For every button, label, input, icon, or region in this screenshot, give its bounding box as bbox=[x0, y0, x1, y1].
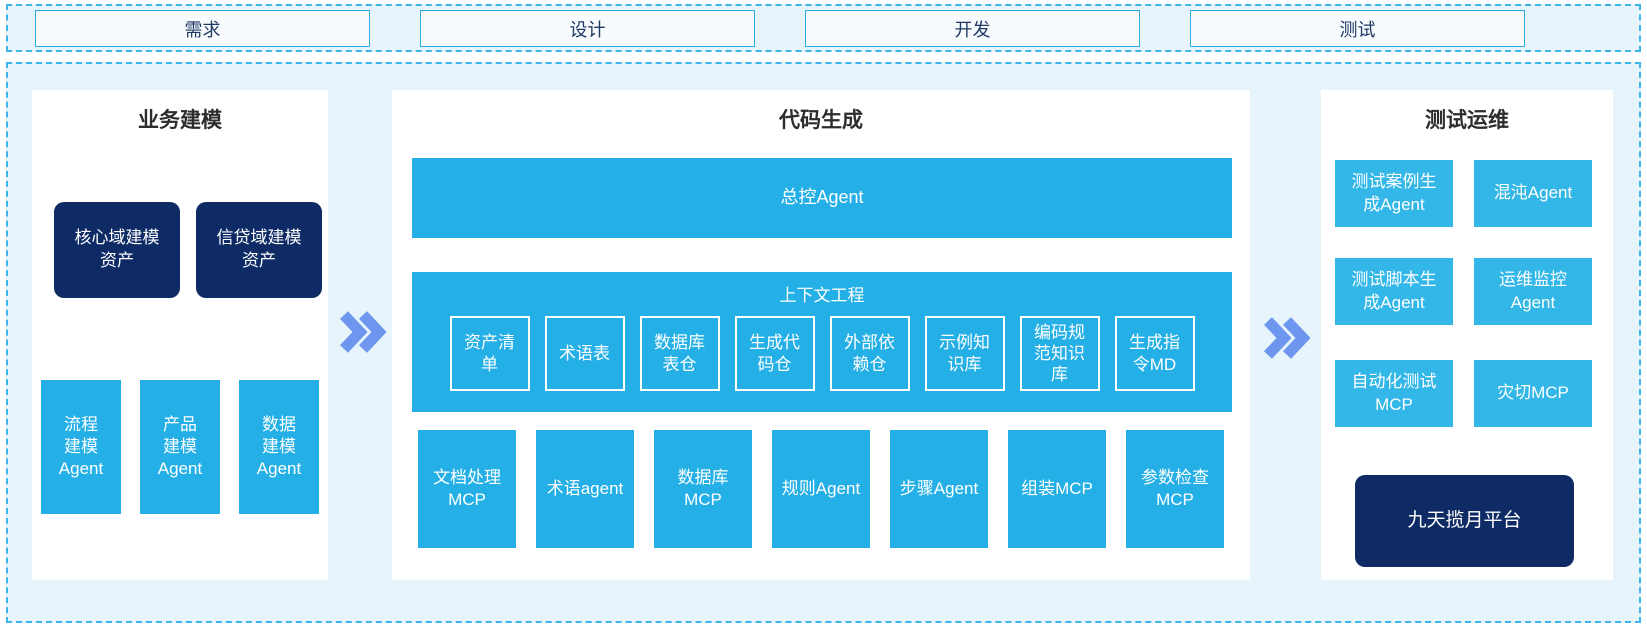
step-agent-box: 步骤Agent bbox=[890, 430, 988, 548]
panel-test-ops: 测试运维 测试案例生成Agent 混沌Agent 测试脚本生成Agent 运维监… bbox=[1321, 90, 1613, 580]
gen-instruction-cell: 生成指令MD bbox=[1114, 316, 1195, 391]
process-modeling-agent-box: 流程建模Agent bbox=[41, 380, 121, 514]
disaster-switch-mcp-box: 灾切MCP bbox=[1474, 360, 1592, 427]
context-cell-row: 资产清单 术语表 数据库表仓 生成代码仓 外部依赖仓 示例知识库 编码规范知识库… bbox=[412, 316, 1232, 391]
glossary-cell: 术语表 bbox=[544, 316, 625, 391]
coding-standard-cell: 编码规范知识库 bbox=[1019, 316, 1100, 391]
database-mcp-box: 数据库MCP bbox=[654, 430, 752, 548]
db-table-repo-cell: 数据库表仓 bbox=[639, 316, 720, 391]
ext-dependency-cell: 外部依赖仓 bbox=[829, 316, 910, 391]
example-kb-cell: 示例知识库 bbox=[924, 316, 1005, 391]
codegen-tools-row: 文档处理MCP 术语agent 数据库MCP 规则Agent 步骤Agent 组… bbox=[392, 430, 1250, 548]
panel-title: 测试运维 bbox=[1425, 109, 1509, 132]
stage-label: 设计 bbox=[569, 19, 606, 40]
stage-label: 需求 bbox=[184, 19, 221, 40]
assembly-mcp-box: 组装MCP bbox=[1008, 430, 1106, 548]
glossary-agent-box: 术语agent bbox=[536, 430, 634, 548]
jiutian-lanyue-platform-box: 九天揽月平台 bbox=[1355, 475, 1574, 567]
panel-business-modeling: 业务建模 核心域建模资产 信贷域建模资产 流程建模Agent 产品建模Agent… bbox=[32, 90, 328, 580]
credit-domain-asset-box: 信贷域建模资产 bbox=[196, 202, 322, 298]
modeling-agent-row: 流程建模Agent 产品建模Agent 数据建模Agent bbox=[32, 380, 328, 514]
master-agent-bar: 总控Agent bbox=[412, 158, 1232, 238]
double-chevron-icon bbox=[1264, 317, 1310, 359]
param-check-mcp-box: 参数检查MCP bbox=[1126, 430, 1224, 548]
stage-testing: 测试 bbox=[1190, 10, 1525, 47]
stage-label: 开发 bbox=[954, 19, 991, 40]
double-chevron-icon bbox=[340, 311, 386, 353]
panel-title: 代码生成 bbox=[779, 109, 863, 132]
ops-monitor-agent-box: 运维监控Agent bbox=[1474, 258, 1592, 325]
stage-band: 需求 设计 开发 测试 bbox=[6, 4, 1641, 52]
chaos-agent-box: 混沌Agent bbox=[1474, 160, 1592, 227]
panel-code-generation: 代码生成 总控Agent 上下文工程 资产清单 术语表 数据库表仓 生成代码仓 … bbox=[392, 90, 1250, 580]
stage-requirements: 需求 bbox=[35, 10, 370, 47]
doc-processing-mcp-box: 文档处理MCP bbox=[418, 430, 516, 548]
auto-test-mcp-box: 自动化测试MCP bbox=[1335, 360, 1453, 427]
asset-list-cell: 资产清单 bbox=[449, 316, 530, 391]
context-engineering-label: 上下文工程 bbox=[779, 286, 865, 305]
gen-code-repo-cell: 生成代码仓 bbox=[734, 316, 815, 391]
panel-title: 业务建模 bbox=[138, 109, 222, 132]
context-engineering-block: 上下文工程 资产清单 术语表 数据库表仓 生成代码仓 外部依赖仓 示例知识库 编… bbox=[412, 272, 1232, 412]
main-diagram-band: 业务建模 核心域建模资产 信贷域建模资产 流程建模Agent 产品建模Agent… bbox=[6, 62, 1641, 623]
stage-design: 设计 bbox=[420, 10, 755, 47]
rule-agent-box: 规则Agent bbox=[772, 430, 870, 548]
stage-development: 开发 bbox=[805, 10, 1140, 47]
test-script-gen-agent-box: 测试脚本生成Agent bbox=[1335, 258, 1453, 325]
data-modeling-agent-box: 数据建模Agent bbox=[239, 380, 319, 514]
core-domain-asset-box: 核心域建模资产 bbox=[54, 202, 180, 298]
product-modeling-agent-box: 产品建模Agent bbox=[140, 380, 220, 514]
test-case-gen-agent-box: 测试案例生成Agent bbox=[1335, 160, 1453, 227]
stage-label: 测试 bbox=[1339, 19, 1376, 40]
